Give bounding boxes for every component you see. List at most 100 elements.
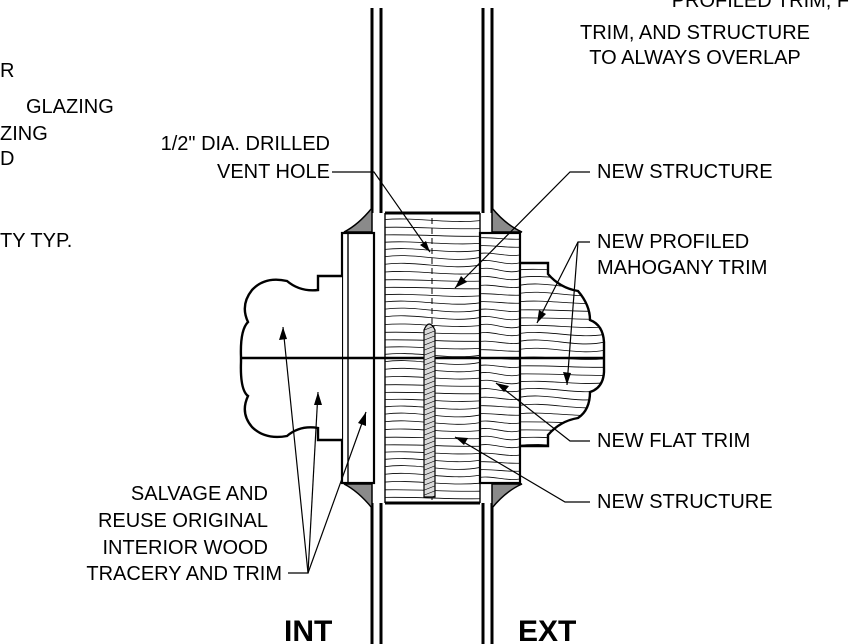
salvage-label-line-2: REUSE ORIGINAL bbox=[98, 510, 268, 532]
rod-thread-line bbox=[424, 355, 435, 361]
new-structure-bottom-label: NEW STRUCTURE bbox=[597, 491, 773, 513]
rod-thread-line bbox=[424, 350, 435, 356]
glazing-note-line-2: GLAZING bbox=[26, 96, 114, 118]
rod-thread-line bbox=[424, 430, 435, 436]
wood-grain-line bbox=[520, 331, 604, 337]
wood-grain-line bbox=[520, 324, 604, 328]
leaders bbox=[279, 171, 590, 574]
wood-grain-line bbox=[480, 405, 520, 408]
new-structure-top-label: NEW STRUCTURE bbox=[597, 161, 773, 183]
new-profiled-trim-label-line-1: NEW PROFILED bbox=[597, 231, 749, 253]
rod-thread-line bbox=[424, 405, 435, 411]
rod-thread-line bbox=[424, 425, 435, 431]
wood-grain-line bbox=[480, 252, 520, 256]
vent-hole-label-line-2: VENT HOLE bbox=[217, 161, 330, 183]
wood-grain-line bbox=[385, 234, 480, 237]
overlap-note-line-3: TO ALWAYS OVERLAP bbox=[589, 47, 801, 69]
rod-thread-line bbox=[424, 390, 435, 396]
wood-grain-line bbox=[520, 373, 604, 376]
wood-grain-line bbox=[480, 428, 520, 433]
wood-grain-line bbox=[520, 317, 604, 320]
rod-thread-line bbox=[424, 410, 435, 416]
glazing-lines bbox=[370, 8, 494, 644]
rod-thread-line bbox=[431, 495, 435, 497]
wood-grain-line bbox=[520, 443, 604, 446]
wood-grain-line bbox=[385, 262, 480, 268]
wood-grain-line bbox=[385, 226, 480, 230]
rod-thread-line bbox=[424, 375, 435, 381]
rod-thread-line bbox=[424, 455, 435, 461]
rod-thread-line bbox=[424, 345, 435, 351]
wood-grain-line bbox=[480, 340, 520, 344]
wood-grain-line bbox=[480, 349, 520, 352]
rod-thread-line bbox=[424, 330, 435, 336]
salvage-label-line-3: INTERIOR WOOD bbox=[102, 537, 268, 559]
rod-thread-line bbox=[424, 465, 435, 471]
salvage-label-line-4: TRACERY AND TRIM bbox=[86, 563, 282, 585]
rod-thread-line bbox=[424, 485, 435, 491]
wood-grain-line bbox=[520, 395, 604, 401]
rod-thread-line bbox=[424, 445, 435, 451]
rod-thread-line bbox=[424, 440, 435, 446]
rod-thread-line bbox=[424, 460, 435, 466]
exterior-profiled-trim bbox=[520, 261, 606, 448]
rod-thread-line bbox=[424, 380, 435, 386]
wood-grain-line bbox=[520, 291, 604, 297]
wood-grain-line bbox=[480, 293, 520, 296]
rod-thread-line bbox=[424, 335, 435, 341]
wood-grain-line bbox=[520, 276, 604, 281]
new-flat-trim-label: NEW FLAT TRIM bbox=[597, 430, 750, 452]
wood-grain-line bbox=[480, 245, 520, 248]
wood-grain-line bbox=[480, 267, 520, 273]
new-profiled-trim-label-line-2: MAHOGANY TRIM bbox=[597, 257, 767, 279]
wood-grain-line bbox=[480, 420, 520, 424]
wood-grain-line bbox=[480, 284, 520, 288]
wood-grain-line bbox=[520, 300, 604, 304]
rod-thread-line bbox=[424, 480, 435, 486]
rod-thread-line bbox=[424, 435, 435, 441]
salvage-label-line-1: SALVAGE AND bbox=[131, 483, 268, 505]
wood-grain-line bbox=[480, 388, 520, 393]
rod-thread-line bbox=[424, 325, 435, 331]
wood-grain-line bbox=[480, 413, 520, 416]
wood-grain-line bbox=[520, 436, 604, 440]
wood-grain-line bbox=[480, 237, 520, 240]
wood-grain-line bbox=[385, 315, 480, 320]
overlap-note-line-2: TRIM, AND STRUCTURE bbox=[580, 22, 810, 44]
rod-thread-line bbox=[424, 470, 435, 476]
rod-thread-line bbox=[424, 365, 435, 371]
rod-thread-line bbox=[424, 340, 435, 346]
wood-grain-line bbox=[385, 293, 480, 297]
wood-grain-line bbox=[520, 347, 604, 353]
wood-grain-line bbox=[480, 276, 520, 281]
wood-grain-line bbox=[520, 429, 604, 432]
rod-thread-line bbox=[424, 420, 435, 426]
wood-grain-line bbox=[480, 301, 520, 304]
glazing-note-line-3: ZING bbox=[0, 123, 48, 145]
rod-thread-line bbox=[424, 450, 435, 456]
wood-grain-line bbox=[520, 365, 604, 368]
rod-thread-line bbox=[424, 385, 435, 391]
rod-thread-line bbox=[424, 395, 435, 401]
wood-grain-line bbox=[480, 435, 520, 441]
wood-grain-line bbox=[480, 379, 520, 385]
rod-thread-line bbox=[424, 400, 435, 406]
rod-thread-line bbox=[424, 415, 435, 421]
rod-thread-line bbox=[424, 360, 435, 366]
glazing-note-line-1: R bbox=[0, 60, 14, 82]
wood-grain-line bbox=[480, 260, 520, 265]
sealant-beads bbox=[343, 205, 523, 511]
vent-hole-label-line-1: 1/2" DIA. DRILLED bbox=[161, 133, 330, 155]
wood-grain-line bbox=[520, 339, 604, 345]
wood-grain-line bbox=[520, 309, 604, 312]
wood-grain-line bbox=[480, 476, 520, 480]
wood-grain-line bbox=[480, 364, 520, 368]
wood-grain-line bbox=[480, 323, 520, 329]
rod-thread-line bbox=[424, 490, 435, 496]
wood-grain-line bbox=[520, 380, 604, 384]
wood-grain-line bbox=[520, 403, 604, 409]
exterior-label: EXT bbox=[518, 615, 576, 644]
wood-grain-line bbox=[480, 332, 520, 337]
